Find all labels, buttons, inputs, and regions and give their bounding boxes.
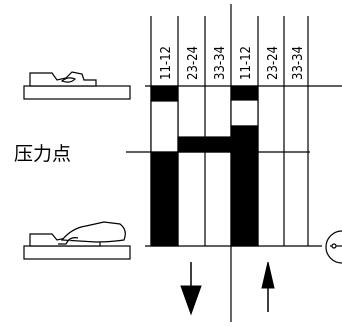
pedal-hinge [60,77,77,83]
pedal-base [23,85,131,100]
pedal-plate [29,71,97,87]
column-label-release-23-24: 23-24 [266,46,281,80]
contact-bars [150,85,259,247]
arrow-up-icon [261,261,275,312]
connector-dot [331,243,337,249]
contact-open-bar [150,100,179,153]
column-label-press-11-12: 11-12 [159,46,174,80]
column-label-release-11-12: 11-12 [239,46,254,80]
contact-closed-bar [150,85,179,102]
pedal-released-icon [23,71,131,100]
pedal-pressed-icon [23,221,131,260]
arrow-head [180,285,202,316]
arrow-down-icon [180,262,202,316]
contact-closed-bar [150,151,179,247]
column-label-press-33-34: 33-34 [213,46,228,80]
pressure-point-label: 压力点 [14,143,71,165]
arrow-head [261,261,275,289]
column-label-release-33-34: 33-34 [291,46,306,80]
connector-symbol-icon [325,230,342,264]
contact-open-bar [230,99,259,127]
contact-closed-bar [230,85,259,101]
column-headers: 11-12 23-24 33-34 11-12 23-24 33-34 [159,46,306,80]
contact-closed-bar [230,125,259,247]
pedal-base [23,245,131,260]
foot-shape [60,221,126,243]
pedal-hinge [58,237,79,245]
contact-bridge-bar [177,136,232,153]
column-label-press-23-24: 23-24 [186,46,201,80]
